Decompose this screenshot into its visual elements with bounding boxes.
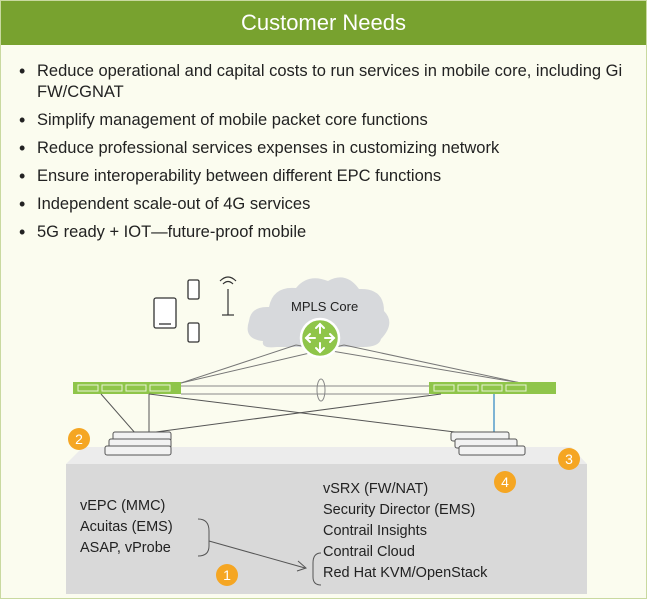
wireless-tower-icon bbox=[219, 276, 237, 316]
phone-icon bbox=[187, 279, 200, 343]
vsrx-label: vSRX (FW/NAT) bbox=[323, 481, 429, 497]
need-item: Independent scale-out of 4G services bbox=[15, 194, 635, 215]
switch-interconnect bbox=[181, 378, 429, 402]
badge-2: 2 bbox=[68, 428, 90, 450]
contrail-cloud-label: Contrail Cloud bbox=[323, 544, 415, 560]
bracket-arrow bbox=[197, 518, 322, 586]
switch-right-icon bbox=[429, 382, 556, 394]
header-banner: Customer Needs bbox=[1, 1, 646, 45]
header-title: Customer Needs bbox=[240, 10, 407, 35]
server-links bbox=[100, 393, 472, 435]
need-item: Simplify management of mobile packet cor… bbox=[15, 110, 635, 131]
badge-3: 3 bbox=[558, 448, 580, 470]
need-item: Ensure interoperability between differen… bbox=[15, 166, 635, 187]
cloud-label: MPLS Core bbox=[291, 299, 359, 314]
probe-label: ASAP, vProbe bbox=[80, 540, 171, 556]
openstack-label: Red Hat KVM/OpenStack bbox=[323, 565, 488, 581]
server-stack-left-icon bbox=[104, 431, 172, 456]
need-item: Reduce operational and capital costs to … bbox=[15, 61, 635, 103]
tablet-icon bbox=[153, 297, 177, 329]
mpls-cloud-shape bbox=[247, 277, 390, 348]
badge-1: 1 bbox=[216, 564, 238, 586]
contrail-insights-label: Contrail Insights bbox=[323, 523, 427, 539]
need-item: 5G ready + IOT—future-proof mobile bbox=[15, 222, 635, 243]
customer-needs-list: Reduce operational and capital costs to … bbox=[15, 61, 635, 250]
switch-left-icon bbox=[73, 382, 181, 394]
vnf-label: vEPC (MMC) bbox=[80, 498, 166, 514]
badge-4: 4 bbox=[494, 471, 516, 493]
server-stack-right-icon bbox=[450, 431, 526, 456]
security-director-label: Security Director (EMS) bbox=[323, 502, 476, 518]
ems-label: Acuitas (EMS) bbox=[80, 519, 173, 535]
need-item: Reduce professional services expenses in… bbox=[15, 138, 635, 159]
cloud-uplinks bbox=[180, 344, 522, 384]
router-icon bbox=[299, 317, 341, 359]
